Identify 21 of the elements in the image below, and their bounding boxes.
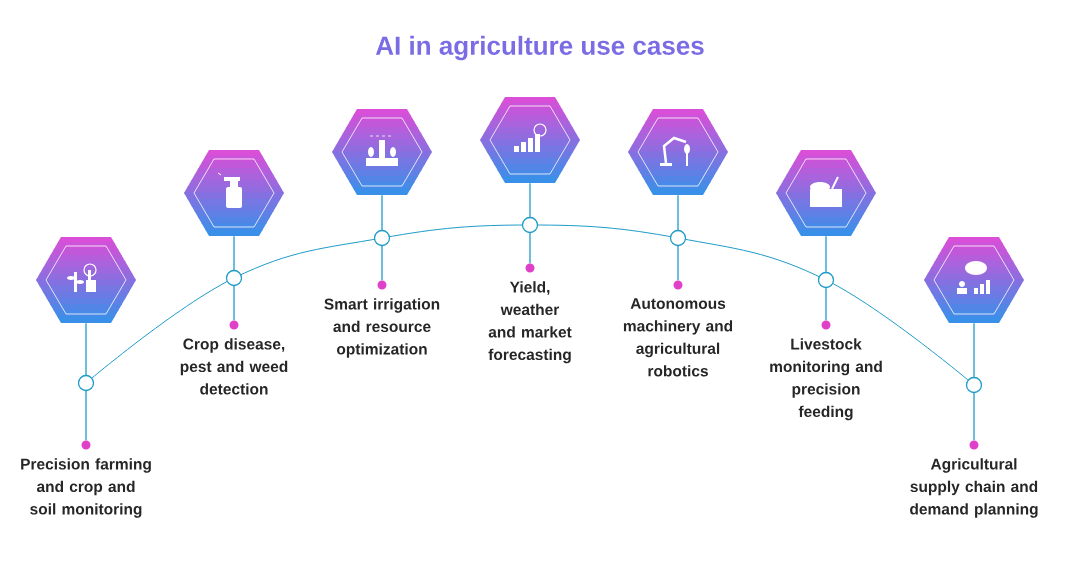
connector-line bbox=[233, 235, 235, 321]
use-case-label: Livestock monitoring and precision feeding bbox=[770, 338, 882, 421]
hexagon-badge bbox=[480, 97, 580, 183]
title: AI in agriculture use cases bbox=[375, 35, 704, 61]
hexagon-badge bbox=[332, 109, 432, 195]
use-case-label: Autonomous machinery and agricultural robotics bbox=[623, 298, 733, 377]
connector-line bbox=[973, 322, 975, 441]
connector-line bbox=[85, 322, 87, 441]
connector-line bbox=[825, 235, 827, 321]
hexagon-badge bbox=[184, 150, 284, 236]
use-case-label: Precision farming and crop and soil monitoring bbox=[21, 458, 151, 518]
connector-line bbox=[381, 194, 383, 281]
connector-line bbox=[677, 194, 679, 281]
hexagon-badge bbox=[924, 237, 1024, 323]
hexagon-badge bbox=[36, 237, 136, 323]
use-case-label: Crop disease, pest and weed detection bbox=[180, 338, 288, 395]
use-case-label: Yield, weather and market forecasting bbox=[488, 281, 572, 364]
connector-line bbox=[529, 182, 531, 264]
use-case-label: Agricultural supply chain and demand planning bbox=[910, 458, 1038, 518]
use-case-label: Smart irrigation and resource optimization bbox=[324, 298, 440, 358]
hexagon-badge bbox=[628, 109, 728, 195]
